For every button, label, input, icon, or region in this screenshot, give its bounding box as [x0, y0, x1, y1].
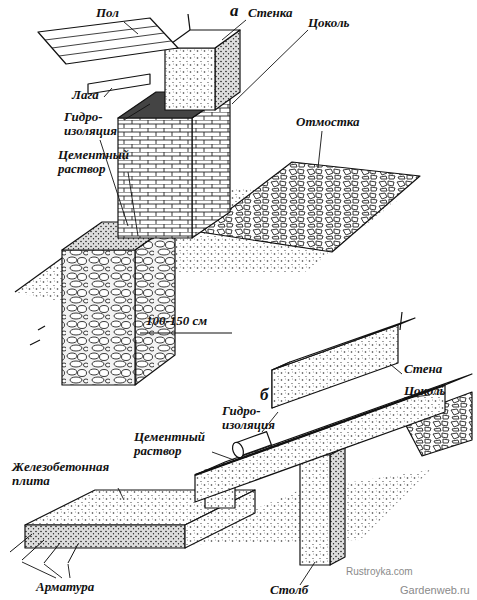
paving — [200, 162, 420, 252]
rebar-stub — [400, 312, 402, 330]
part-label: Столб — [270, 583, 308, 597]
figure-letter: а — [230, 2, 239, 21]
slab-front — [25, 525, 185, 548]
rubble-foundation — [62, 250, 135, 385]
part-label: Стенка — [248, 6, 293, 20]
ground-edge — [15, 258, 62, 292]
rebar-stub — [188, 14, 190, 30]
part-label: Цоколь — [404, 384, 446, 398]
wall-top — [272, 318, 415, 370]
part-label: Арматура — [36, 580, 94, 594]
part-label: Стена — [404, 362, 442, 376]
rebar — [10, 534, 78, 563]
plinth-beam — [195, 385, 445, 502]
watermark: Rustroyka.com — [346, 566, 413, 577]
ground-mark — [38, 326, 45, 330]
dimension-label: 100-150 см — [146, 314, 207, 328]
part-label: Гидро- изоляция — [222, 404, 284, 433]
figure-letter: б — [260, 386, 268, 405]
part-label: Пол — [96, 6, 119, 20]
part-label: Цементный раствор — [58, 148, 138, 177]
floor — [38, 18, 178, 64]
pillar-side — [330, 447, 345, 565]
part-b — [10, 312, 472, 585]
ground-mark — [30, 340, 40, 345]
dimension-line — [140, 332, 232, 333]
part-label: Цементный раствор — [134, 430, 214, 459]
brick-plinth — [118, 118, 192, 238]
part-label: Лага — [72, 88, 99, 102]
watermark: Gardenweb.ru — [400, 584, 470, 596]
dimension-tick — [136, 340, 137, 385]
pillar — [300, 455, 330, 565]
part-a — [15, 14, 420, 385]
wall-block — [165, 48, 215, 110]
part-label: Цоколь — [308, 16, 350, 30]
floor-planks — [45, 26, 171, 56]
plinth-beam-top — [195, 374, 472, 475]
part-label: Гидро- изоляция — [64, 110, 126, 139]
leader-lines — [22, 364, 430, 585]
wall-block — [272, 325, 398, 408]
cement-mortar — [195, 385, 445, 475]
part-label: Отмостка — [296, 115, 360, 129]
part-label: Железобетонная плита — [12, 460, 122, 489]
waterproofing-roll-end — [231, 441, 246, 459]
leader-lines — [100, 20, 322, 236]
